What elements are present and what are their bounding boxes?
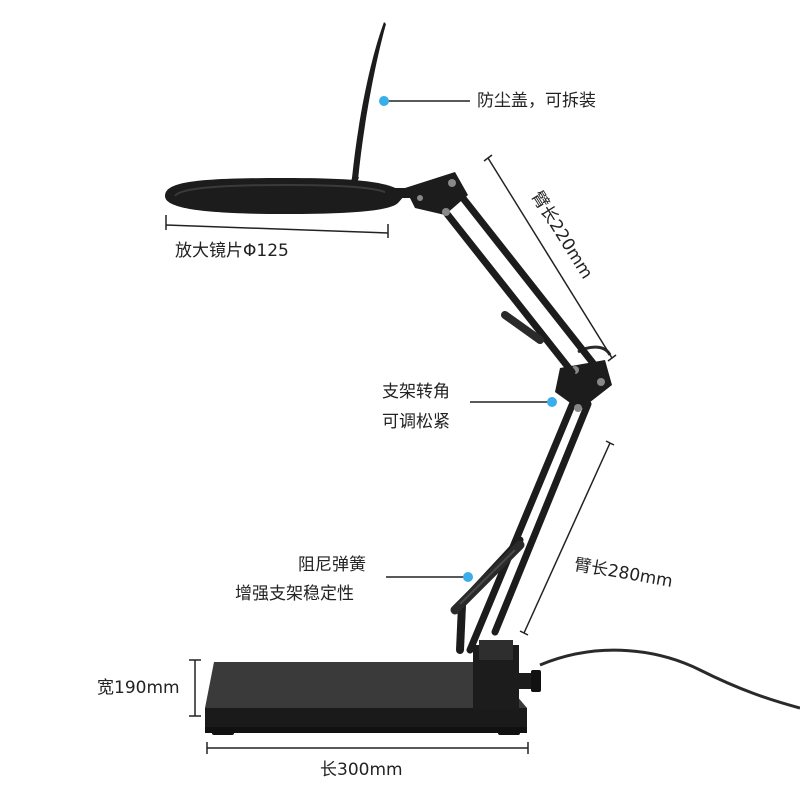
lower-arm-dimension	[519, 440, 615, 636]
upper-arm-dimension	[483, 154, 617, 362]
lower-arm	[451, 394, 592, 654]
lens-dimension	[165, 215, 389, 238]
top-joint	[405, 172, 468, 216]
spring-label-line2: 增强支架稳定性	[235, 584, 354, 604]
base-width-label: 宽190mm	[97, 678, 180, 698]
spring-label-line1: 阻尼弹簧	[298, 555, 366, 575]
length-dimension	[206, 742, 529, 754]
dust-cover-label: 防尘盖，可拆装	[477, 91, 596, 111]
base-clamp	[473, 640, 541, 709]
damping-spring	[450, 540, 525, 615]
base	[205, 662, 527, 735]
upper-arm	[436, 184, 604, 376]
joint-label-line2: 可调松紧	[382, 412, 450, 432]
power-cable	[539, 648, 800, 710]
joint-label-line1: 支架转角	[382, 382, 450, 402]
lens-label: 放大镜片Φ125	[175, 241, 289, 261]
width-dimension	[189, 659, 201, 717]
dust-cover-marker	[379, 96, 389, 106]
spring-marker	[463, 572, 473, 582]
base-length-label: 长300mm	[320, 760, 403, 780]
dust-cover	[351, 22, 386, 183]
joint-marker	[547, 397, 557, 407]
magnifier-ring	[165, 178, 413, 214]
middle-joint	[555, 360, 612, 412]
